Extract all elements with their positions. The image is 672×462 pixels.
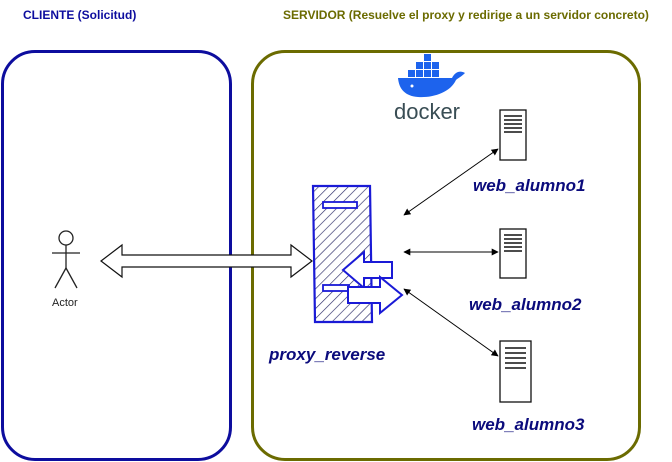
docker-logo-text: docker (394, 99, 460, 124)
proxy-reverse-label: proxy_reverse (269, 345, 386, 364)
web-alumno3-label: web_alumno3 (472, 415, 585, 434)
web-alumno1-label: web_alumno1 (473, 176, 586, 195)
docker-logo-icon: docker (394, 54, 465, 124)
web-alumno3-server-icon (499, 340, 532, 403)
proxy-reverse-icon (311, 184, 404, 324)
web-alumno2-label: web_alumno2 (469, 295, 582, 314)
server-section-title: SERVIDOR (Resuelve el proxy y redirige a… (283, 8, 649, 22)
client-proxy-double-arrow (100, 243, 313, 279)
actor-icon (52, 230, 80, 289)
proxy-web1-arrow (403, 148, 499, 216)
web-alumno2-server-icon (499, 228, 527, 279)
web-alumno1-server-icon (499, 109, 527, 161)
client-section-title: CLIENTE (Solicitud) (23, 8, 137, 22)
proxy-web3-arrow (403, 288, 499, 357)
actor-label: Actor (52, 297, 78, 309)
